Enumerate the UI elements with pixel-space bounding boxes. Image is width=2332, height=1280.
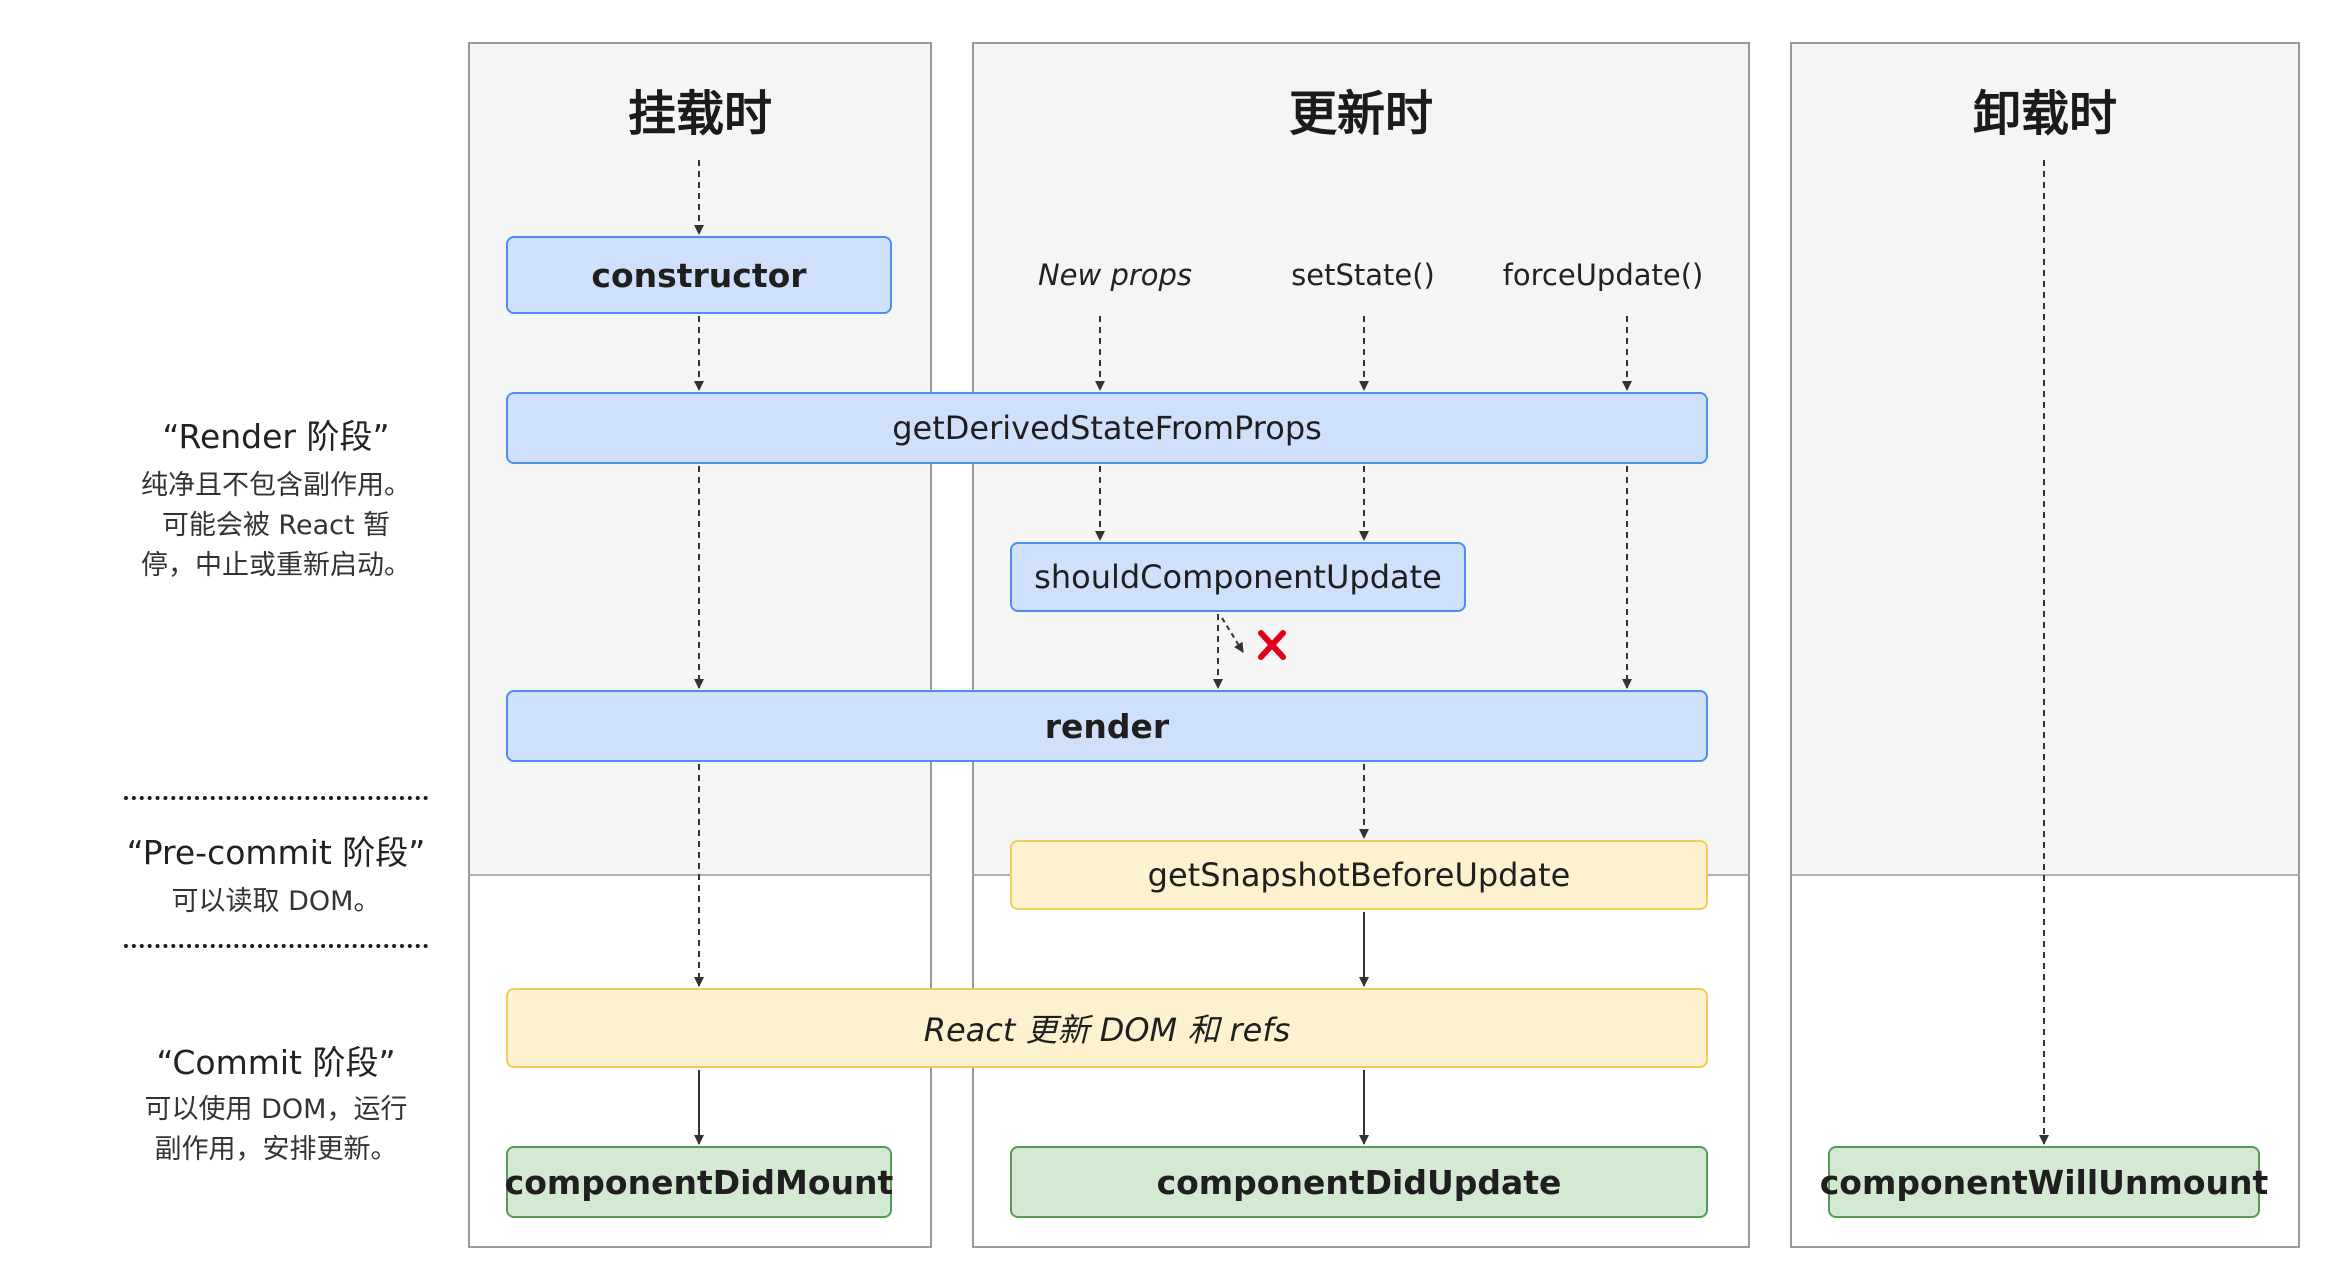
commit-stage-description: 可以使用 DOM，运行 副作用，安排更新。 [110, 1090, 442, 1170]
get-derived-state-from-props-box: getDerivedStateFromProps [506, 392, 1708, 464]
commit-stage-desc-line: 副作用，安排更新。 [154, 1134, 398, 1165]
component-will-unmount-box: componentWillUnmount [1820, 1146, 2268, 1218]
force-update-trigger: forceUpdate() [1502, 258, 1704, 292]
component-did-update-box: componentDidUpdate [1010, 1146, 1708, 1218]
precommit-stage-desc-line: 可以读取 DOM。 [171, 886, 381, 917]
get-snapshot-before-update-box: getSnapshotBeforeUpdate [1010, 840, 1708, 910]
react-updates-dom-box: React 更新 DOM 和 refs [506, 988, 1708, 1068]
render-stage-desc-line: 纯净且不包含副作用。 [141, 470, 411, 501]
render-stage-desc-line: 停，中止或重新启动。 [141, 550, 411, 581]
set-state-trigger: setState() [1291, 258, 1435, 292]
precommit-stage-description: 可以读取 DOM。 [110, 882, 442, 922]
stage-separator [124, 796, 428, 800]
render-stage-desc-line: 可能会被 React 暂 [161, 510, 391, 541]
precommit-stage-title: “Pre-commit 阶段” [126, 833, 426, 872]
should-component-update-box: shouldComponentUpdate [1010, 542, 1466, 612]
mount-column-title: 挂载时 [627, 86, 772, 142]
render-box: render [506, 690, 1708, 762]
update-column-title: 更新时 [1288, 86, 1433, 142]
new-props-trigger: New props [1037, 258, 1193, 292]
render-stage-description: 纯净且不包含副作用。 可能会被 React 暂 停，中止或重新启动。 [110, 466, 442, 586]
arrow-scu-cancel [1221, 617, 1244, 653]
component-did-mount-box: componentDidMount [505, 1146, 893, 1218]
commit-stage-desc-line: 可以使用 DOM，运行 [144, 1094, 408, 1125]
unmount-column-title: 卸载时 [1972, 86, 2117, 142]
red-cross-icon [1258, 630, 1286, 660]
render-stage-title: “Render 阶段” [162, 417, 390, 456]
commit-stage-title: “Commit 阶段” [156, 1043, 396, 1082]
constructor-box: constructor [506, 236, 892, 314]
stage-separator [124, 944, 428, 948]
